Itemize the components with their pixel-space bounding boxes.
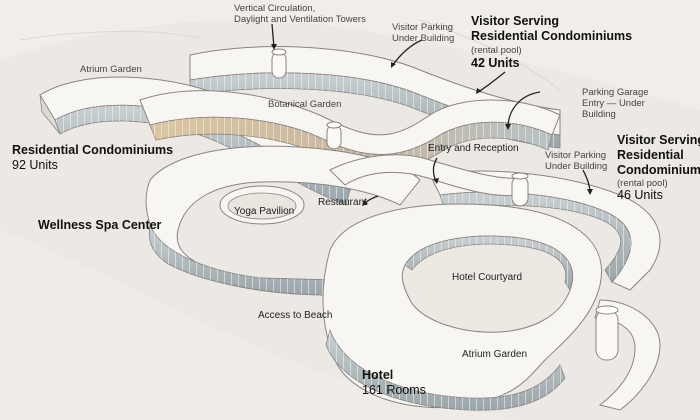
visitor-serving-wing-right (429, 170, 661, 291)
towers (271, 48, 619, 361)
label-restaurant: Restaurant (318, 197, 367, 208)
label-residential-condos-units: 92 Units (12, 158, 58, 172)
label-atrium-garden-top: Atrium Garden (80, 64, 142, 75)
label-yoga-pavilion: Yoga Pavilion (234, 206, 295, 217)
label-visitor-serving-1-title: Visitor Serving Residential Condominiums (471, 14, 633, 43)
label-visitor-parking-2: Visitor Parking Under Building (545, 150, 608, 172)
label-parking-garage-entry: Parking Garage Entry — Under Building (582, 87, 649, 120)
hotel-ring (322, 203, 602, 411)
arrow-heads (271, 44, 593, 206)
label-vertical-circulation: Vertical Circulation, Daylight and Venti… (234, 3, 366, 25)
label-visitor-serving-2-title: Visitor Serving Residential Condominiums (617, 133, 700, 177)
label-wellness-spa: Wellness Spa Center (38, 218, 162, 232)
label-hotel-title: Hotel (362, 368, 394, 382)
label-visitor-parking-1: Visitor Parking Under Building (392, 22, 455, 44)
label-hotel-courtyard: Hotel Courtyard (452, 272, 523, 283)
arrow-parking-garage (507, 91, 541, 129)
yoga-pavilion-ring (219, 185, 305, 225)
outer-arm (594, 299, 661, 411)
wellness-spa-wing (145, 145, 421, 296)
label-visitor-serving-1-sub: (rental pool) (471, 45, 522, 56)
label-visitor-serving-2-units: 46 Units (617, 188, 663, 202)
label-entry-reception: Entry and Reception (428, 143, 519, 154)
label-atrium-garden-bottom: Atrium Garden (462, 349, 528, 360)
label-visitor-serving-2-sub: (rental pool) (617, 178, 668, 189)
label-hotel-rooms: 161 Rooms (362, 383, 426, 397)
label-access-to-beach: Access to Beach (258, 310, 333, 321)
label-visitor-serving-1-units: 42 Units (471, 56, 520, 70)
label-residential-condos-title: Residential Condominiums (12, 143, 174, 157)
label-botanical-garden: Botanical Garden (268, 99, 342, 110)
